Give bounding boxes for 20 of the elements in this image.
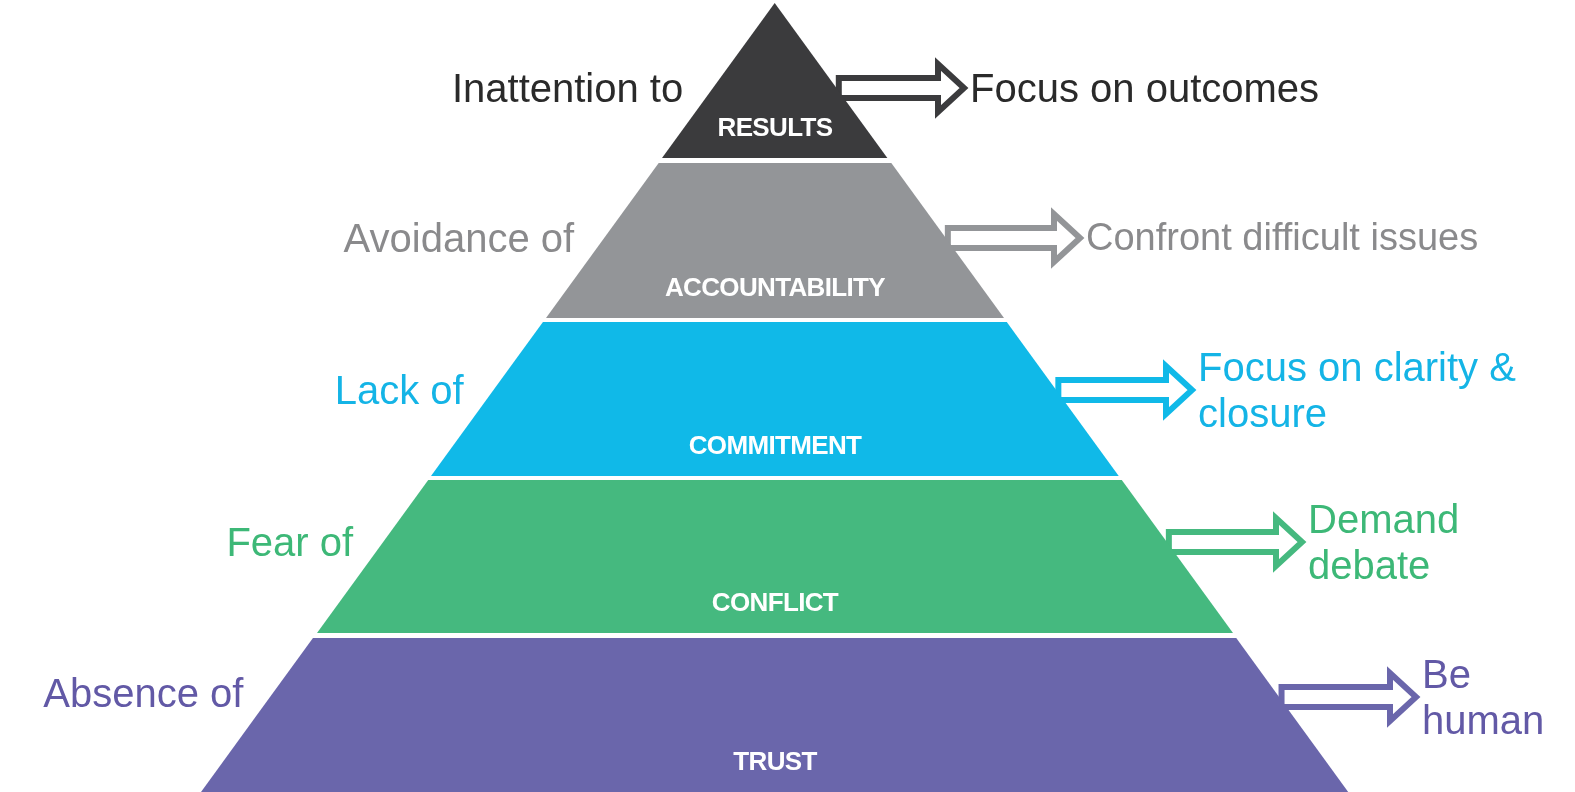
layer-caption: Absence of bbox=[43, 673, 244, 713]
outcome-text: Focus on outcomes bbox=[970, 65, 1321, 111]
layer-label: ACCOUNTABILITY bbox=[664, 274, 885, 300]
block-arrow bbox=[1055, 359, 1197, 421]
layer-caption: Fear of bbox=[226, 522, 354, 562]
layer-caption: Inattention to bbox=[451, 68, 684, 108]
layer-label: COMMITMENT bbox=[688, 432, 862, 458]
block-arrow bbox=[835, 57, 969, 119]
outcome-text: Be human bbox=[1422, 651, 1546, 743]
layer-caption: Avoidance of bbox=[343, 218, 575, 258]
block-arrow bbox=[944, 207, 1085, 269]
layer-label: CONFLICT bbox=[711, 589, 839, 615]
outcome-text: Demand debate bbox=[1308, 496, 1461, 588]
block-arrow bbox=[1278, 666, 1421, 728]
block-arrow bbox=[1165, 511, 1307, 573]
outcome-text: Confront difficult issues bbox=[1086, 216, 1480, 260]
outcome-text: Focus on clarity & closure bbox=[1198, 344, 1517, 436]
layer-label: RESULTS bbox=[717, 114, 833, 140]
layer-label: TRUST bbox=[733, 748, 817, 774]
layer-caption: Lack of bbox=[334, 370, 464, 410]
